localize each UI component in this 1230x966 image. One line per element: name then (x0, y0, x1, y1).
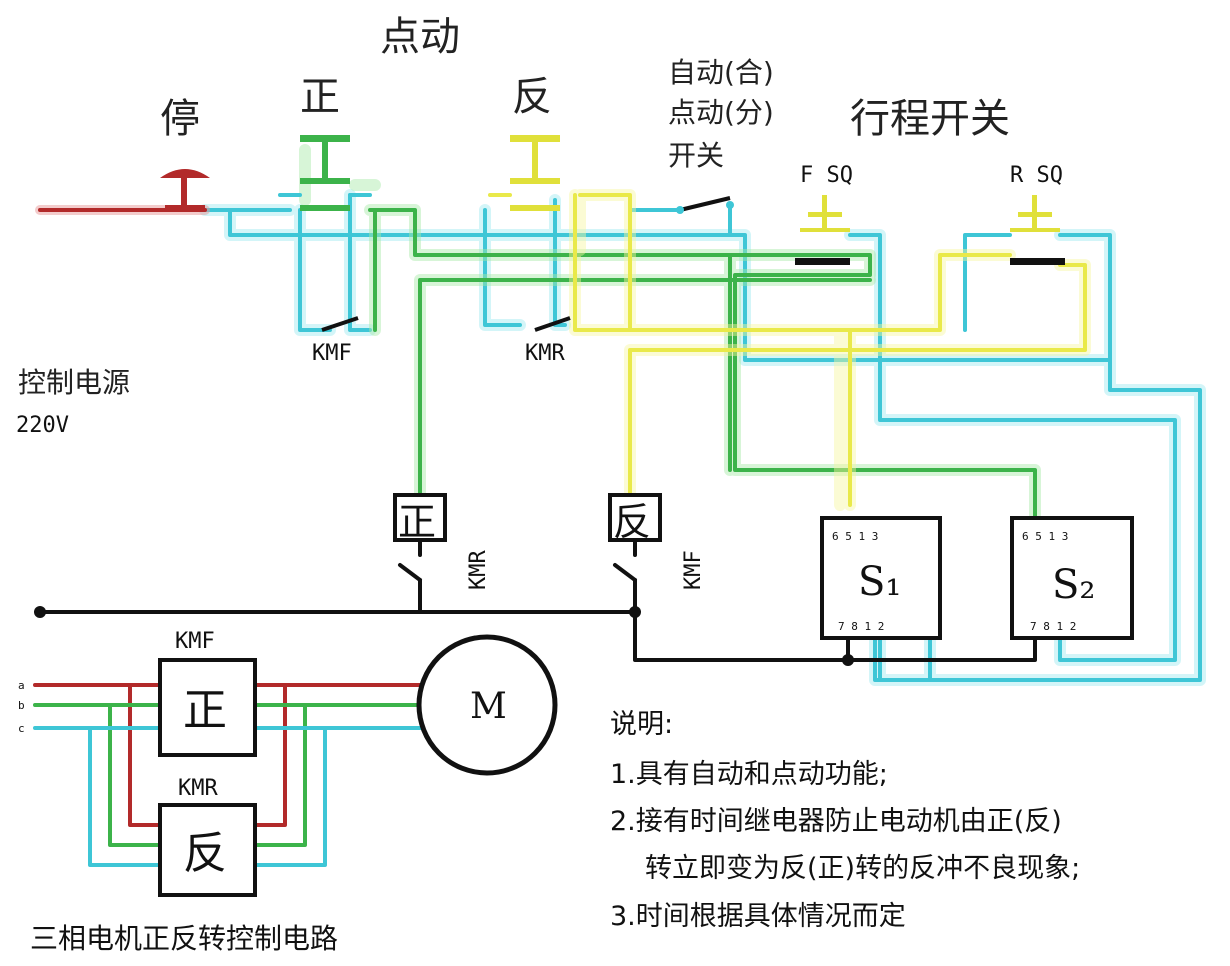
coil-reverse-label: 反 (613, 500, 651, 544)
motor: M (416, 634, 558, 776)
coil-forward-label: 正 (398, 500, 436, 544)
relay-s1-pins-bottom: 7 8 1 2 (838, 620, 884, 633)
coil-reverse: 反 KMF (608, 493, 706, 590)
diagram-caption: 三相电机正反转控制电路 (30, 922, 338, 955)
auto-switch-line2: 点动(分) (668, 96, 774, 129)
notes-item1: 1.具有自动和点动功能; (610, 759, 888, 790)
r-sq-switch: R SQ (1010, 163, 1065, 265)
stop-label: 停 (160, 96, 200, 142)
contactor-reverse-name: KMR (178, 776, 218, 801)
green-wires (299, 144, 1041, 526)
reverse-label: 反 (512, 74, 552, 120)
contactor-reverse: 反 KMR (158, 776, 257, 897)
f-sq-switch: F SQ (795, 163, 853, 265)
kmr-aux-label: KMR (525, 341, 565, 366)
auto-switch-line3: 开关 (668, 139, 724, 172)
kmf-aux-contact: KMF (312, 316, 359, 366)
coil-forward-interlock-label: KMR (466, 550, 491, 590)
relay-s1: 6 5 1 3 S₁ 7 8 1 2 (820, 516, 942, 640)
phase-b-label: b (18, 699, 25, 712)
forward-button: 正 (278, 74, 372, 211)
limit-switch-title: 行程开关 (850, 96, 1010, 142)
stop-button: 停 (160, 96, 210, 212)
notes-title: 说明: (610, 709, 673, 740)
yellow-wires (569, 189, 1091, 511)
contactor-forward-label: 正 (183, 685, 227, 736)
f-sq-label: F SQ (800, 163, 853, 188)
relay-s1-pins-top: 6 5 1 3 (832, 530, 878, 543)
auto-jog-switch: 自动(合) 点动(分) 开关 (668, 56, 774, 214)
kmf-aux-label: KMF (312, 341, 352, 366)
relay-s2: 6 5 1 3 S₂ 7 8 1 2 (1010, 516, 1134, 640)
neutral-line (34, 578, 1037, 666)
relay-s2-label: S₂ (1052, 562, 1095, 608)
kmr-aux-contact: KMR (525, 316, 571, 366)
r-sq-label: R SQ (1010, 163, 1063, 188)
power-label-line1: 控制电源 (18, 366, 130, 399)
reverse-button: 反 (488, 74, 560, 211)
coil-reverse-interlock-label: KMF (681, 550, 706, 590)
contactor-reverse-label: 反 (183, 828, 227, 879)
notes-item2-line1: 2.接有时间继电器防止电动机由正(反) (610, 806, 1062, 837)
relay-s1-label: S₁ (858, 559, 901, 605)
notes: 说明: 1.具有自动和点动功能; 2.接有时间继电器防止电动机由正(反) 转立即… (610, 709, 1080, 932)
notes-item3: 3.时间根据具体情况而定 (610, 901, 906, 932)
contactor-forward: 正 KMF (158, 629, 257, 757)
auto-switch-line1: 自动(合) (668, 56, 774, 89)
notes-item2-line2: 转立即变为反(正)转的反冲不良现象; (645, 853, 1080, 884)
relay-s2-pins-bottom: 7 8 1 2 (1030, 620, 1076, 633)
relay-s2-pins-top: 6 5 1 3 (1022, 530, 1068, 543)
power-label-line2: 220V (16, 413, 69, 438)
jog-title: 点动 (380, 14, 460, 60)
phase-a-label: a (18, 679, 25, 692)
phase-c-label: c (18, 722, 25, 735)
forward-label: 正 (300, 74, 340, 120)
motor-label: M (470, 686, 507, 727)
coil-forward: 正 KMR (393, 493, 491, 590)
contactor-forward-name: KMF (175, 629, 215, 654)
